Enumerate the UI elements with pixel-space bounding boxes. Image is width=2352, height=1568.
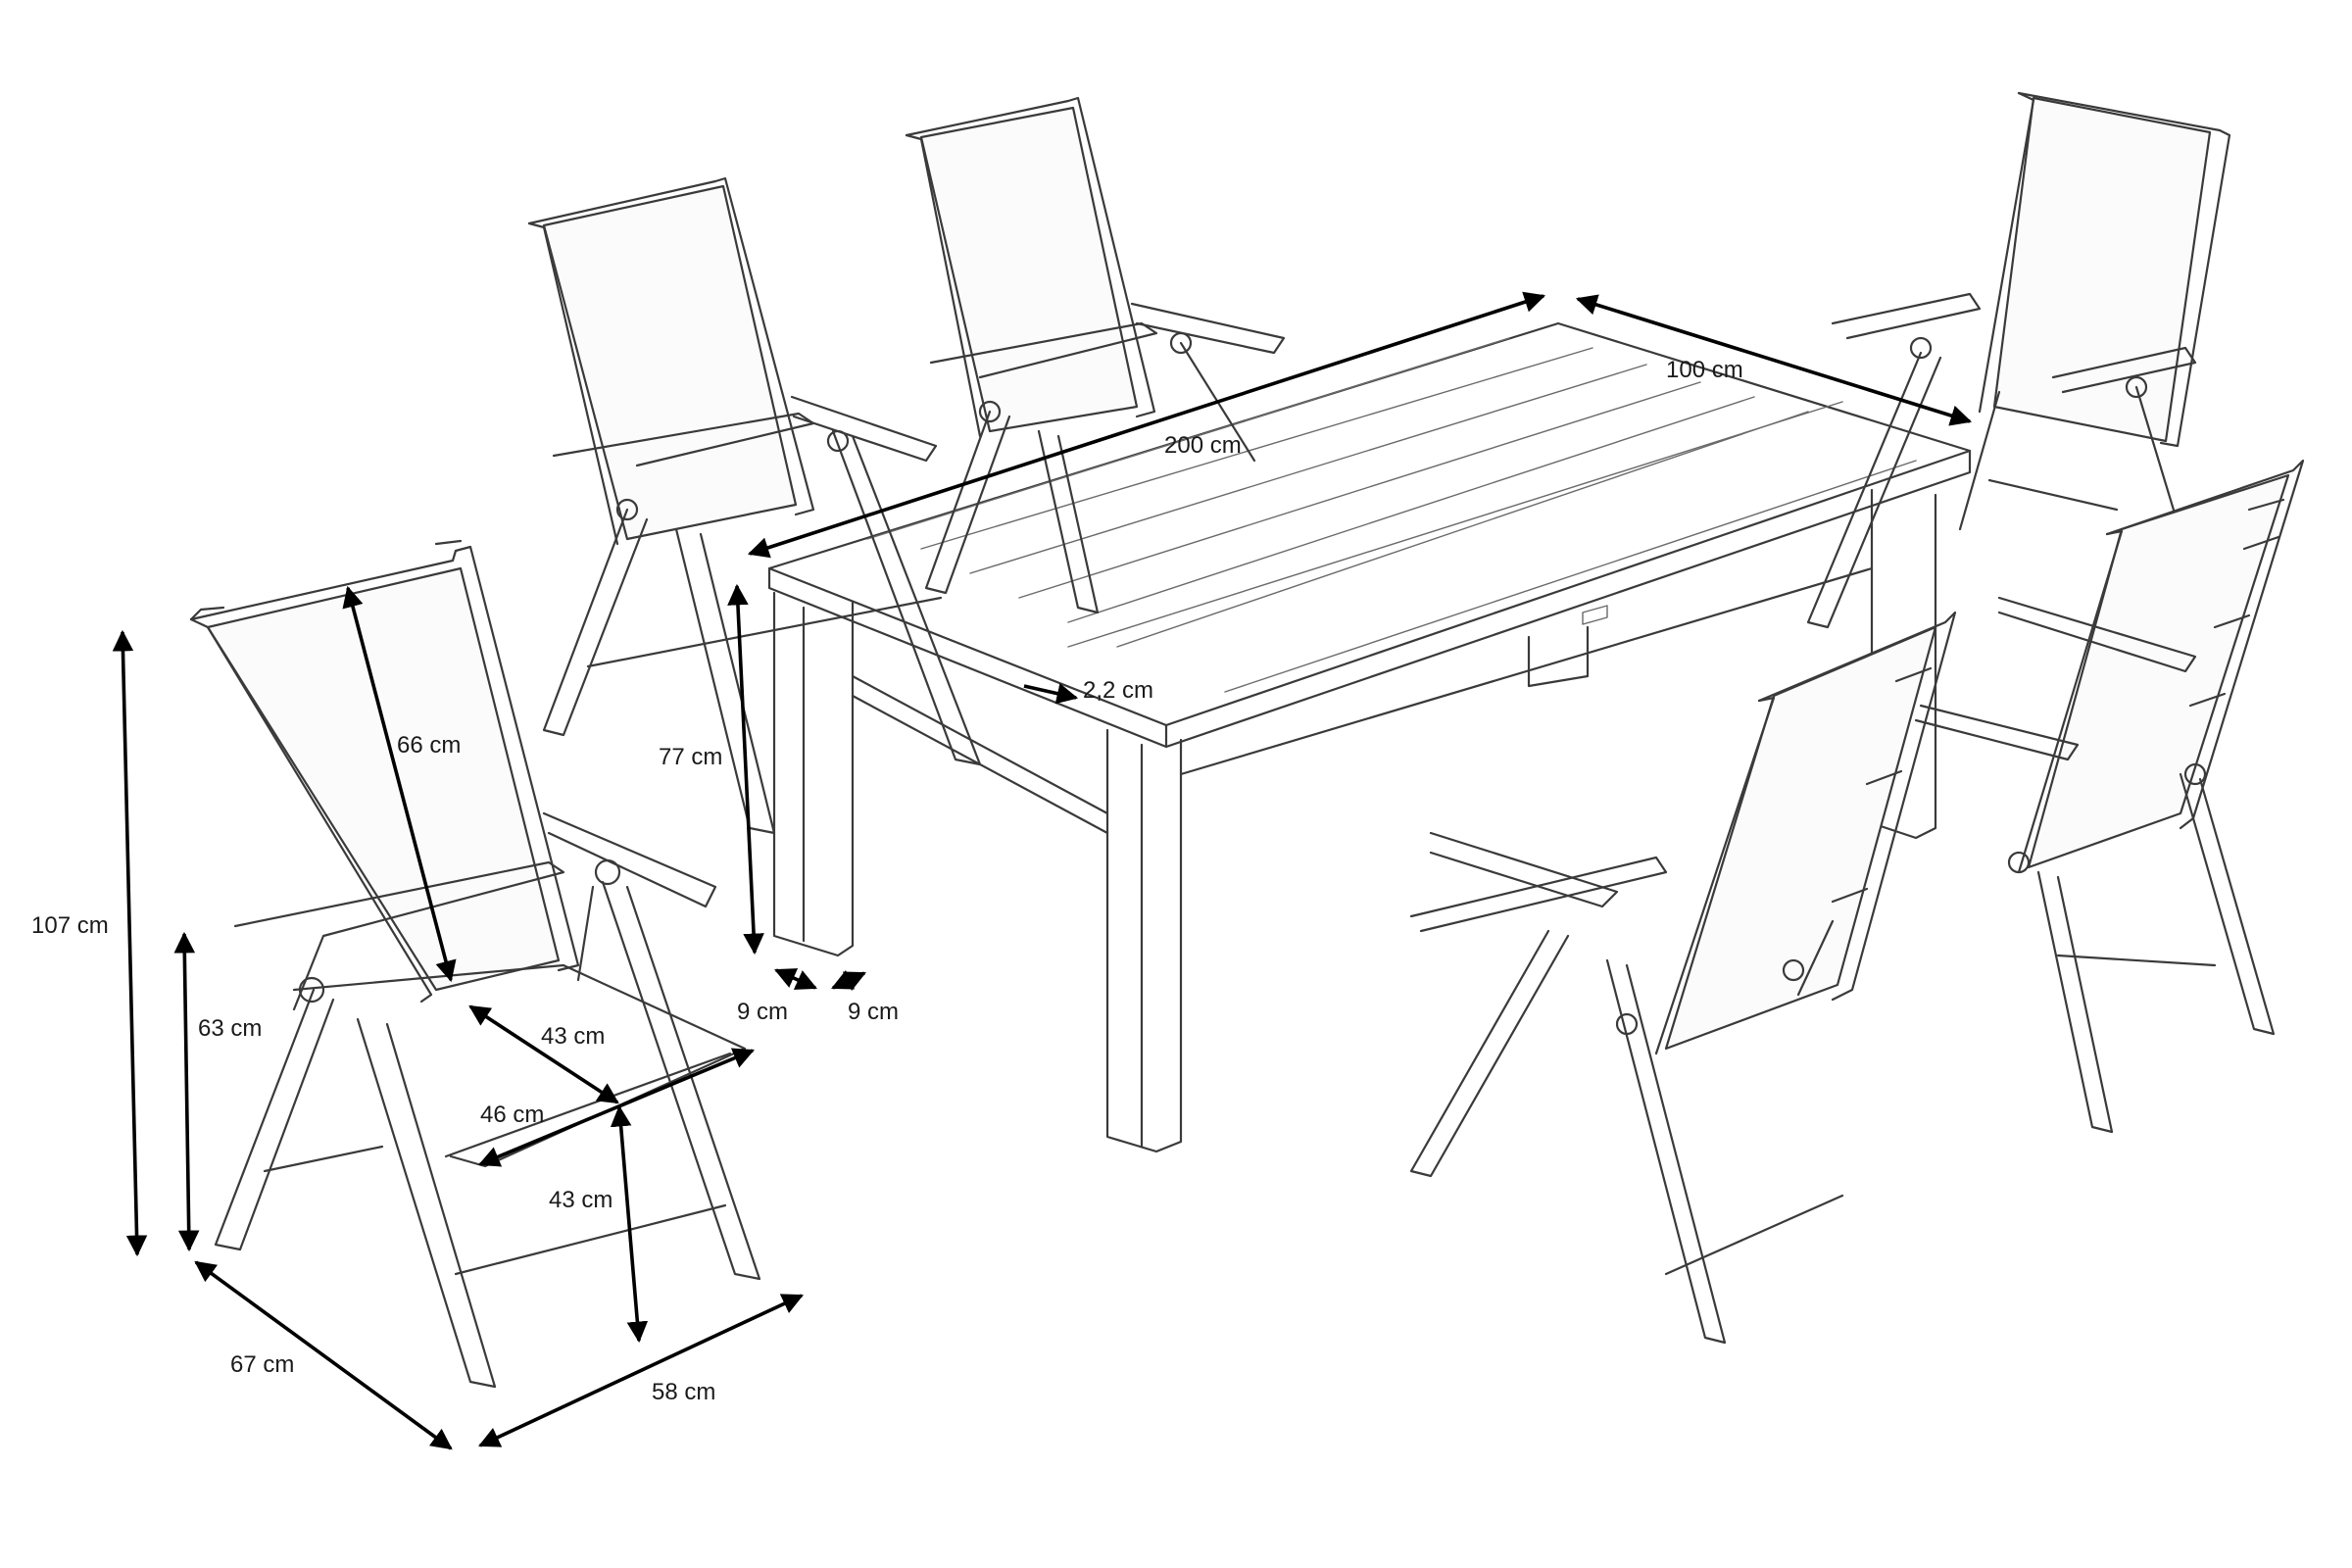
label-chair-height: 107 cm [31,912,109,939]
chair-front-left [189,539,761,1389]
label-leg-width: 9 cm [848,999,899,1025]
label-chair-depth: 67 cm [230,1351,294,1378]
label-seat-width: 46 cm [480,1102,544,1128]
dim-line-table-width [1575,294,1973,426]
dim-line-chair-height [112,629,148,1257]
label-table-width: 100 cm [1666,357,1743,383]
label-chair-width: 58 cm [652,1379,715,1405]
dim-line-leg-depth [774,968,817,990]
dim-line-table-length [747,291,1546,559]
label-seat-depth: 43 cm [541,1023,605,1050]
chair-front-center-rear [1409,611,1957,1345]
chair-back-left [527,176,982,835]
label-armrest-height: 63 cm [198,1015,262,1042]
label-table-height: 77 cm [659,744,722,770]
label-backrest-height: 66 cm [397,732,461,759]
label-table-length: 200 cm [1164,432,1242,459]
dim-line-chair-width [478,1294,804,1447]
dimension-labels: 200 cm 100 cm 77 cm 2,2 cm 9 cm 9 cm 107… [31,357,1743,1405]
label-leg-depth: 9 cm [737,999,788,1025]
dim-line-table-height [727,583,764,956]
label-seat-height: 43 cm [549,1187,612,1213]
dim-line-leg-width [831,969,866,992]
label-top-thickness: 2,2 cm [1083,677,1153,704]
dim-line-seat-height [610,1104,649,1344]
dimension-lines [112,291,1973,1450]
dim-line-seat-depth [468,1004,619,1104]
chair-front-right-rear [1914,459,2305,1134]
dim-line-armrest-height [173,931,200,1252]
dim-line-top-thickness [1023,683,1079,705]
dim-line-backrest-height [342,585,457,983]
dim-line-chair-depth [194,1260,453,1450]
